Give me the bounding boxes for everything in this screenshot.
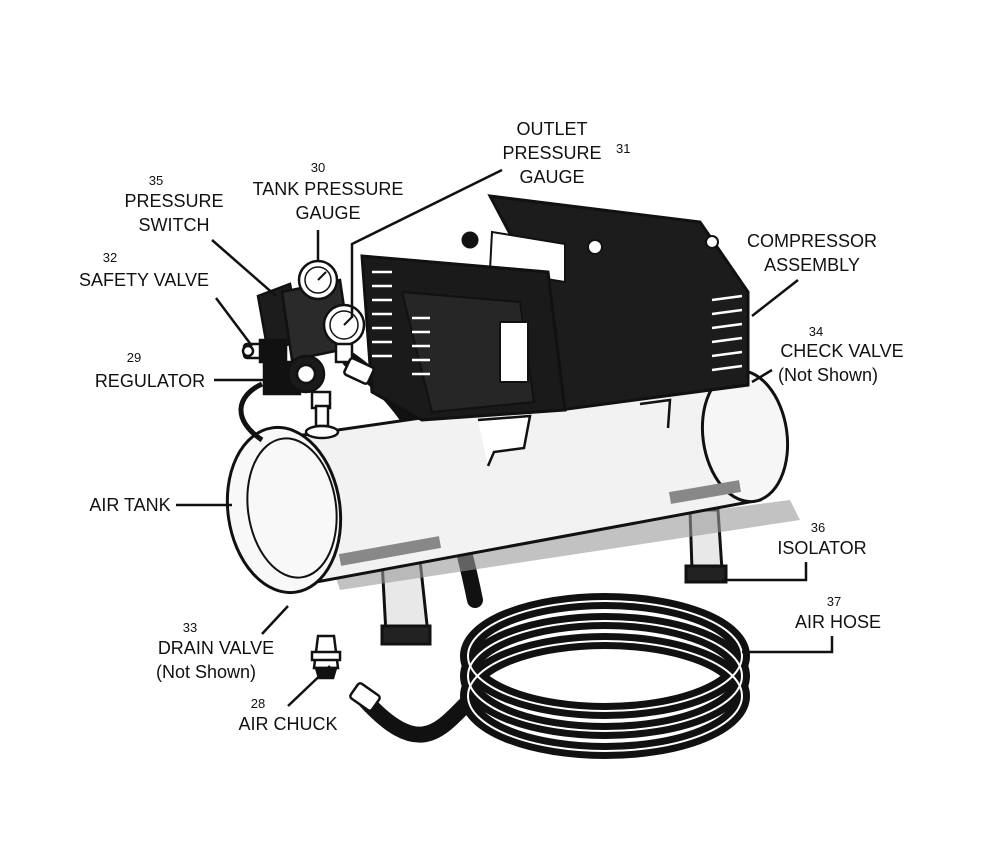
callout-outlet-pressure-gauge-line-3: GAUGE [519, 167, 584, 187]
callout-outlet-pressure-gauge-line-2: PRESSURE [502, 143, 601, 163]
callout-air-chuck-line-1: AIR CHUCK [238, 714, 337, 734]
callout-tank-pressure-gauge-number: 30 [311, 160, 325, 175]
callout-pressure-switch: 35 PRESSURE SWITCH [124, 173, 223, 235]
air-tank-illustration [225, 368, 790, 595]
callout-air-chuck-number: 28 [251, 696, 265, 711]
callout-drain-valve-line-1: DRAIN VALVE [158, 638, 274, 658]
callout-regulator: 29 REGULATOR [95, 350, 205, 391]
callout-outlet-pressure-gauge-number: 31 [616, 141, 630, 156]
callout-tank-pressure-gauge-line-2: GAUGE [295, 203, 360, 223]
callout-isolator-line-1: ISOLATOR [777, 538, 866, 558]
leader-lines [176, 168, 834, 707]
callout-drain-valve: 33 DRAIN VALVE (Not Shown) [156, 620, 274, 682]
hose-fitting-illustration [349, 682, 381, 712]
callout-air-hose-number: 37 [827, 594, 841, 609]
callout-regulator-number: 29 [127, 350, 141, 365]
callout-drain-valve-number: 33 [183, 620, 197, 635]
callout-isolator-number: 36 [811, 520, 825, 535]
leader-safety-valve [215, 297, 253, 347]
callout-tank-pressure-gauge: 30 TANK PRESSURE GAUGE [253, 160, 404, 223]
callout-safety-valve-line-1: SAFETY VALVE [79, 270, 209, 290]
callout-pressure-switch-number: 35 [149, 173, 163, 188]
callout-compressor-assembly: COMPRESSOR ASSEMBLY [747, 231, 877, 275]
callout-pressure-switch-line-2: SWITCH [139, 215, 210, 235]
callout-isolator: 36 ISOLATOR [777, 520, 866, 558]
callout-check-valve: 34 CHECK VALVE (Not Shown) [778, 324, 904, 385]
leader-drain-valve [261, 605, 289, 635]
compressor-assembly-illustration [360, 194, 750, 467]
callout-air-tank-line-1: AIR TANK [89, 495, 170, 515]
leader-outlet-pressure-gauge [350, 168, 503, 318]
callout-safety-valve-number: 32 [103, 250, 117, 265]
callout-labels: OUTLET PRESSURE GAUGE 31 30 TANK PRESSUR… [79, 119, 904, 734]
callout-compressor-assembly-line-2: ASSEMBLY [764, 255, 860, 275]
callout-air-hose-line-1: AIR HOSE [795, 612, 881, 632]
leader-air-hose [742, 636, 834, 654]
callout-air-tank: AIR TANK [89, 495, 170, 515]
air-chuck-illustration [310, 634, 342, 680]
callout-tank-pressure-gauge-line-1: TANK PRESSURE [253, 179, 404, 199]
compressor-illustration [225, 194, 800, 759]
callout-check-valve-line-2: (Not Shown) [778, 365, 878, 385]
callout-regulator-line-1: REGULATOR [95, 371, 205, 391]
leader-pressure-switch [211, 239, 277, 297]
leader-compressor-assembly [751, 279, 799, 317]
leader-isolator [722, 562, 808, 582]
callout-safety-valve: 32 SAFETY VALVE [79, 250, 209, 290]
manifold-illustration [241, 259, 375, 440]
leader-air-chuck [287, 665, 331, 707]
callout-check-valve-number: 34 [809, 324, 823, 339]
callout-pressure-switch-line-1: PRESSURE [124, 191, 223, 211]
leader-check-valve [751, 368, 773, 384]
callout-compressor-assembly-line-1: COMPRESSOR [747, 231, 877, 251]
callout-air-chuck: 28 AIR CHUCK [238, 696, 337, 734]
callout-check-valve-line-1: CHECK VALVE [780, 341, 903, 361]
callout-outlet-pressure-gauge-line-1: OUTLET [516, 119, 587, 139]
callout-drain-valve-line-2: (Not Shown) [156, 662, 256, 682]
callout-outlet-pressure-gauge: OUTLET PRESSURE GAUGE 31 [502, 119, 630, 187]
callout-air-hose: 37 AIR HOSE [795, 594, 881, 632]
